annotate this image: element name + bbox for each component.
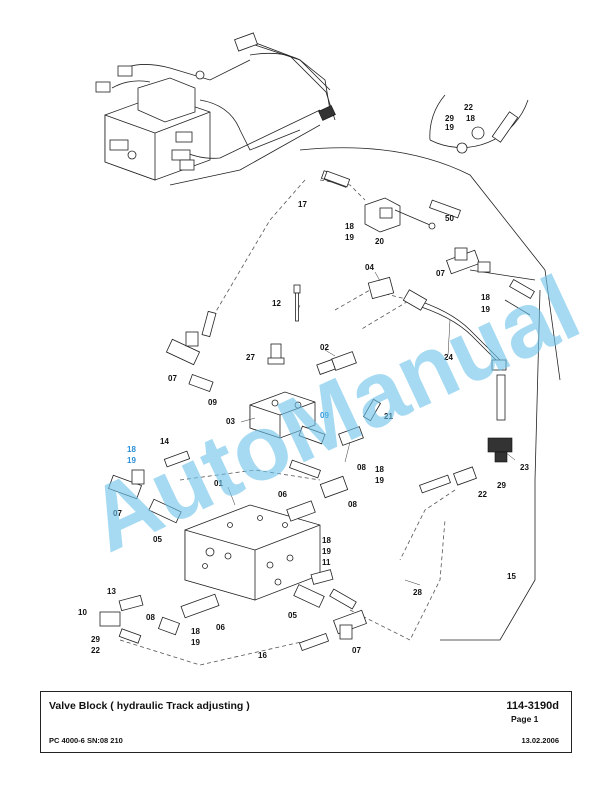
callout-18: 18 — [481, 293, 490, 302]
callout-10: 10 — [78, 608, 87, 617]
callout-18: 18 — [191, 627, 200, 636]
callout-19: 19 — [191, 638, 200, 647]
callout-19: 19 — [375, 476, 384, 485]
watermark-text: AutoManual — [74, 257, 594, 572]
drawing-title: Valve Block ( hydraulic Track adjusting … — [49, 700, 250, 712]
callout-24: 24 — [444, 353, 453, 362]
fittings — [99, 170, 535, 652]
callout-28: 28 — [413, 588, 422, 597]
overview-assembly — [95, 32, 336, 186]
valve-block-01 — [184, 504, 321, 601]
callout-05: 05 — [288, 611, 297, 620]
callout-18: 18 — [466, 114, 475, 123]
callout-12: 12 — [272, 299, 281, 308]
callout-22: 22 — [478, 490, 487, 499]
callout-19: 19 — [322, 547, 331, 556]
callout-22: 22 — [464, 103, 473, 112]
callout-27: 27 — [246, 353, 255, 362]
callout-07: 07 — [113, 509, 122, 518]
callout-07: 07 — [168, 374, 177, 383]
callout-19: 19 — [127, 456, 136, 465]
callout-06: 06 — [278, 490, 287, 499]
callout-09: 09 — [320, 411, 329, 420]
callout-11: 11 — [322, 558, 331, 567]
callout-23: 23 — [520, 463, 529, 472]
callout-29: 29 — [497, 481, 506, 490]
callout-06: 06 — [216, 623, 225, 632]
callout-01: 01 — [214, 479, 223, 488]
drawing-number: 114-3190d — [506, 700, 559, 712]
callout-17: 17 — [298, 200, 307, 209]
callout-13: 13 — [107, 587, 116, 596]
callout-08: 08 — [357, 463, 366, 472]
small-block-03 — [249, 391, 316, 439]
callout-08: 08 — [146, 613, 155, 622]
callout-21: 21 — [384, 412, 393, 421]
callout-29: 29 — [445, 114, 454, 123]
callout-29: 29 — [91, 635, 100, 644]
callout-18: 18 — [127, 445, 136, 454]
callout-18: 18 — [322, 536, 331, 545]
callout-20: 20 — [375, 237, 384, 246]
callout-19: 19 — [481, 305, 490, 314]
callout-07: 07 — [352, 646, 361, 655]
callout-14: 14 — [160, 437, 169, 446]
drawing-date: 13.02.2006 — [521, 736, 559, 745]
exploded-parts-diagram: 01 02 03 04 05 05 06 06 07 07 07 07 08 0… — [74, 32, 594, 666]
callout-18: 18 — [375, 465, 384, 474]
callout-19: 19 — [345, 233, 354, 242]
callout-04: 04 — [365, 263, 374, 272]
model-serial: PC 4000-6 SN:08 210 — [49, 736, 123, 745]
callout-labels: 01 02 03 04 05 05 06 06 07 07 07 07 08 0… — [78, 103, 529, 660]
callout-15: 15 — [507, 572, 516, 581]
callout-19: 19 — [445, 123, 454, 132]
callout-18: 18 — [345, 222, 354, 231]
callout-07: 07 — [436, 269, 445, 278]
title-block: Valve Block ( hydraulic Track adjusting … — [40, 691, 572, 753]
callout-05: 05 — [153, 535, 162, 544]
callout-16: 16 — [258, 651, 267, 660]
callout-02: 02 — [320, 343, 329, 352]
callout-03: 03 — [226, 417, 235, 426]
leader-lines — [227, 271, 516, 586]
detail-inset — [429, 94, 529, 154]
callout-22: 22 — [91, 646, 100, 655]
callout-50: 50 — [445, 214, 454, 223]
callout-08: 08 — [348, 500, 357, 509]
callout-09: 09 — [208, 398, 217, 407]
page-number: Page 1 — [511, 714, 539, 724]
